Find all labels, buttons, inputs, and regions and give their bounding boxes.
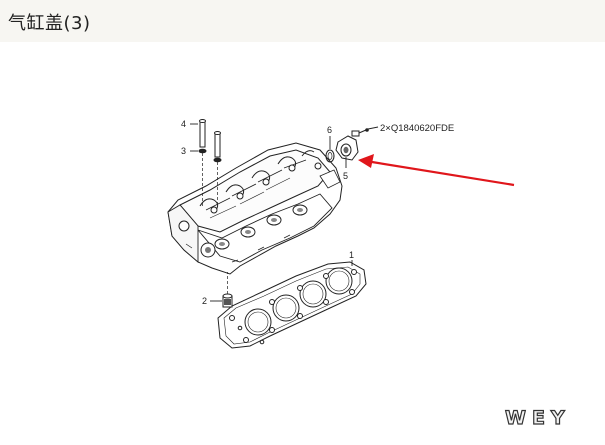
cylinder-head xyxy=(167,142,343,275)
red-pointer-arrow xyxy=(358,154,515,187)
title-bar: 气缸盖(3) xyxy=(0,0,605,42)
brand-logo: WEY xyxy=(505,407,571,429)
o-ring xyxy=(325,149,335,163)
head-bolts xyxy=(199,119,221,158)
callout-labels: 4 3 2 1 6 5 2×Q1840620FDE xyxy=(181,119,454,306)
bolt-washers xyxy=(198,148,222,163)
head-gasket xyxy=(217,261,367,349)
part-number-note: 2×Q1840620FDE xyxy=(380,123,454,134)
page-title: 气缸盖(3) xyxy=(8,13,91,34)
callout-3: 3 xyxy=(181,146,186,156)
callout-6: 6 xyxy=(327,125,332,135)
sensor-housing xyxy=(335,128,369,161)
callout-4: 4 xyxy=(181,119,186,129)
callout-5: 5 xyxy=(343,171,348,181)
leader-lines xyxy=(190,123,379,302)
callout-1: 1 xyxy=(349,250,354,260)
callout-2: 2 xyxy=(202,296,207,306)
dowel-sleeve xyxy=(222,293,233,308)
